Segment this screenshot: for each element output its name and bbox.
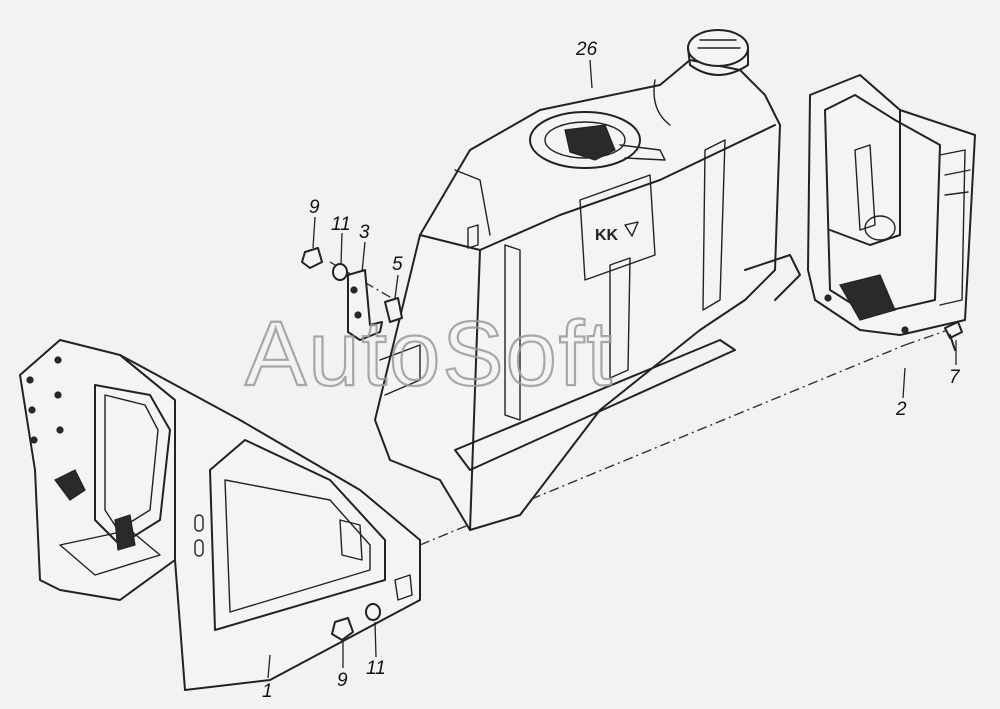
callout-9-bottom: 9 <box>337 670 348 691</box>
reservoir-tank-part-26: KK <box>374 29 801 531</box>
callout-26: 26 <box>575 39 598 60</box>
bolt-part-5 <box>384 297 403 323</box>
cradle-bracket-part-2 <box>807 74 976 336</box>
bolt-part-7 <box>944 321 963 339</box>
callout-3: 3 <box>359 222 370 243</box>
callout-leaders <box>267 59 957 679</box>
nut-part-9-top <box>301 247 323 269</box>
watermark-text: AutoSoft <box>245 303 614 405</box>
callout-5: 5 <box>392 254 403 275</box>
washer-part-11-top <box>332 263 348 281</box>
callout-2: 2 <box>895 399 907 420</box>
callout-labels: 26 9 11 3 5 2 7 1 9 11 <box>262 39 961 702</box>
hardware-top <box>301 247 403 341</box>
washer-part-11-bottom <box>365 603 381 621</box>
nut-part-9-bottom <box>331 617 354 641</box>
hardware-bottom <box>331 603 381 641</box>
callout-9-top: 9 <box>309 197 320 218</box>
callout-11-bottom: 11 <box>366 658 386 679</box>
bracket-frame-part-1 <box>19 339 421 691</box>
tank-logo: KK <box>595 227 619 244</box>
callout-1: 1 <box>262 681 273 702</box>
callout-7: 7 <box>949 367 961 388</box>
callout-11-top: 11 <box>331 214 351 235</box>
